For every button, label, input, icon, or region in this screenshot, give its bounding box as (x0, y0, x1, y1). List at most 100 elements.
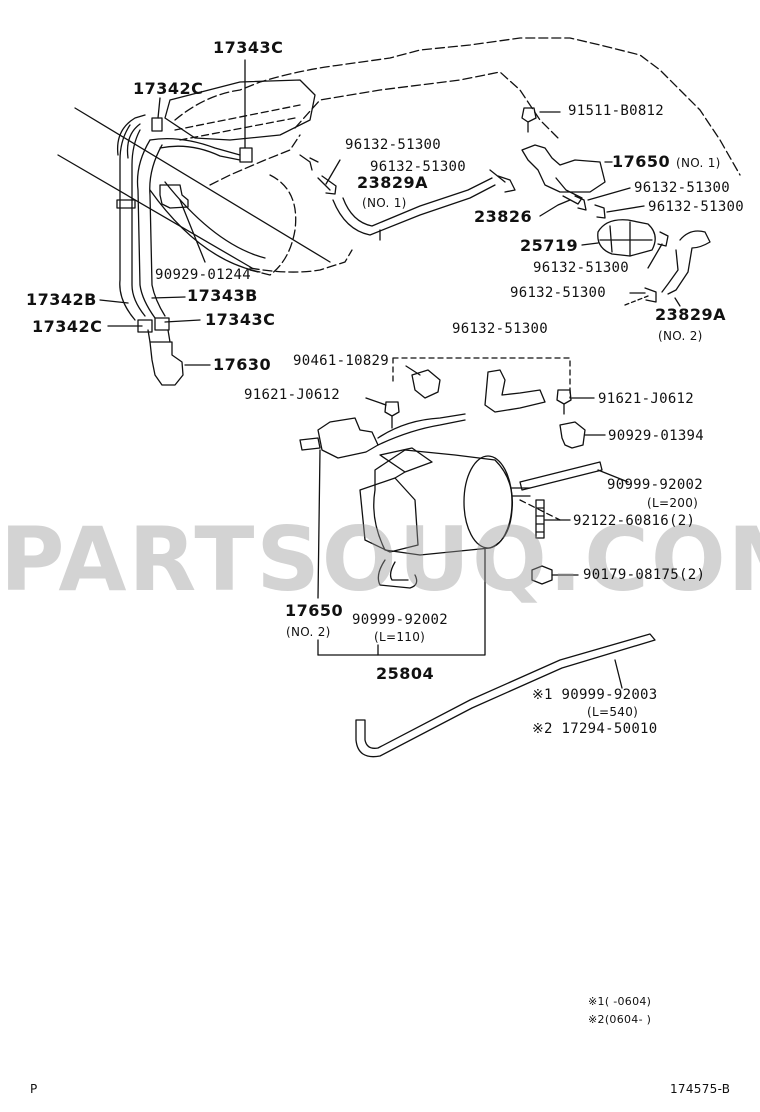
leader-17342c-top (157, 97, 161, 119)
leader-90999-92003 (614, 659, 623, 689)
label-17342b: 17342B (26, 290, 97, 309)
clamp-96132-b (497, 175, 516, 193)
engine-shell-bottom (249, 249, 353, 273)
clamp-96132-f (644, 287, 657, 303)
clamp-96132-small (299, 154, 319, 171)
label-23829a-no1-sub: (NO. 1) (362, 196, 407, 210)
label-17650-no1-sub: (NO. 1) (676, 156, 721, 170)
leader-25719 (581, 242, 599, 246)
label-96132-51300-g: 96132-51300 (452, 321, 549, 337)
hose-90999-92002-200 (519, 461, 603, 491)
bracket-17650-no2 (317, 449, 321, 599)
label-96132-51300-c: 96132-51300 (634, 180, 731, 196)
hose-23829a-no2-2 (661, 249, 679, 293)
leader-96132-d (606, 205, 645, 213)
label-90461-10829: 90461-10829 (293, 353, 390, 369)
clip-17342c-top (151, 117, 163, 132)
label-91621-j0612-right: 91621-J0612 (598, 391, 695, 407)
canister-dash (519, 499, 561, 521)
label-25804: 25804 (376, 664, 435, 683)
bracket-25804 (317, 547, 486, 656)
air-tube-hatched (149, 181, 266, 273)
hose-bands (116, 199, 136, 209)
label-92122-60816: 92122-60816(2) (573, 513, 696, 529)
leader-90999-92002-200 (597, 469, 629, 483)
label-17650-no2: 17650 (285, 601, 344, 620)
sensor-17630-tube (147, 329, 171, 343)
leader-23826 (539, 199, 571, 217)
leader-96132-b (489, 169, 506, 183)
hose-top-link-2 (116, 114, 146, 159)
label-17650-no1: 17650 (612, 152, 671, 171)
engine-shell-left (249, 174, 297, 276)
label-25719: 25719 (520, 236, 579, 255)
nut-90179 (531, 565, 553, 585)
clamp-96132-c (574, 195, 587, 211)
leader-diagonal-2 (57, 154, 253, 269)
leader-90929-01244 (179, 199, 206, 263)
hose-23829a-no1 (332, 184, 496, 236)
label-23829a-no2-sub: (NO. 2) (658, 329, 703, 343)
label-90999-92002-right: 90999-92002 (607, 477, 704, 493)
label-17343b: 17343B (187, 286, 258, 305)
leader-17343b (151, 296, 186, 299)
label-90929-01244: 90929-01244 (155, 267, 252, 283)
leader-17343c-bot (164, 319, 201, 323)
intake-body (164, 79, 316, 141)
label-90999-92002-right-sub: (L=200) (647, 496, 699, 510)
label-23826: 23826 (474, 207, 533, 226)
label-96132-51300-f: 96132-51300 (510, 285, 607, 301)
label-90999-92002-bottom: 90999-92002 (352, 612, 449, 628)
label-23829a-no2: 23829A (655, 305, 727, 324)
hose-17343b (136, 139, 156, 319)
canister-end (463, 455, 513, 549)
vsv-17650-no1-port (555, 177, 583, 205)
label-96132-51300-e: 96132-51300 (533, 260, 630, 276)
leader-96132-a (325, 159, 341, 185)
label-23829a-no1: 23829A (357, 173, 429, 192)
intake-body-ribs (174, 104, 301, 141)
label-17342c-top: 17342C (133, 79, 204, 98)
hose-17342b-2 (131, 129, 146, 317)
clip-90461 (411, 369, 441, 399)
canister-box-top (379, 447, 433, 479)
label-17294-50010: ※2 17294-50010 (532, 721, 658, 737)
leader-diagonal-1 (74, 107, 331, 263)
vsv-17650-no2 (317, 417, 379, 459)
hose-17342b (119, 124, 136, 321)
hose-top-link (149, 138, 241, 161)
clamp-96132-d (594, 204, 606, 219)
label-17630: 17630 (213, 355, 272, 374)
sensor-17630 (149, 341, 184, 386)
label-90179-08175: 90179-08175(2) (583, 567, 706, 583)
label-90929-01394: 90929-01394 (608, 428, 705, 444)
sensor-90929-01244 (159, 184, 189, 209)
label-17650-no2-sub: (NO. 2) (286, 625, 331, 639)
label-91511-b0812: 91511-B0812 (568, 103, 665, 119)
label-90999-92003: ※1 90999-92003 (532, 687, 658, 703)
leader-23829a-no2 (674, 297, 681, 307)
clip-17343c-top (239, 147, 253, 163)
clip-17343c-bot (154, 317, 170, 331)
bolt-91621-right (556, 389, 572, 415)
label-17343c-top: 17343C (213, 38, 284, 57)
label-96132-51300-a: 96132-51300 (345, 137, 442, 153)
note-2: ※2(0604- ) (588, 1013, 652, 1026)
dashed-bracket-96132-g (392, 357, 571, 399)
stud-92122 (535, 499, 545, 539)
engine-outline (174, 37, 741, 176)
engine-outline-lower (294, 71, 561, 141)
vsv-17650-no1 (521, 144, 606, 193)
bolt-91621-left (384, 401, 400, 429)
label-17342c-bot: 17342C (32, 317, 103, 336)
leader-90461 (405, 365, 421, 376)
label-96132-51300-b: 96132-51300 (370, 159, 467, 175)
label-17343c-bot: 17343C (205, 310, 276, 329)
hose-17343b-2 (149, 144, 166, 317)
engine-shell-dash (209, 134, 301, 186)
leader-17342b (99, 299, 129, 304)
label-91621-j0612-left: 91621-J0612 (244, 387, 341, 403)
leader-91621-left (365, 397, 387, 406)
hose-23829a-no2 (667, 230, 711, 295)
label-90999-92003-sub: (L=540) (587, 705, 639, 719)
